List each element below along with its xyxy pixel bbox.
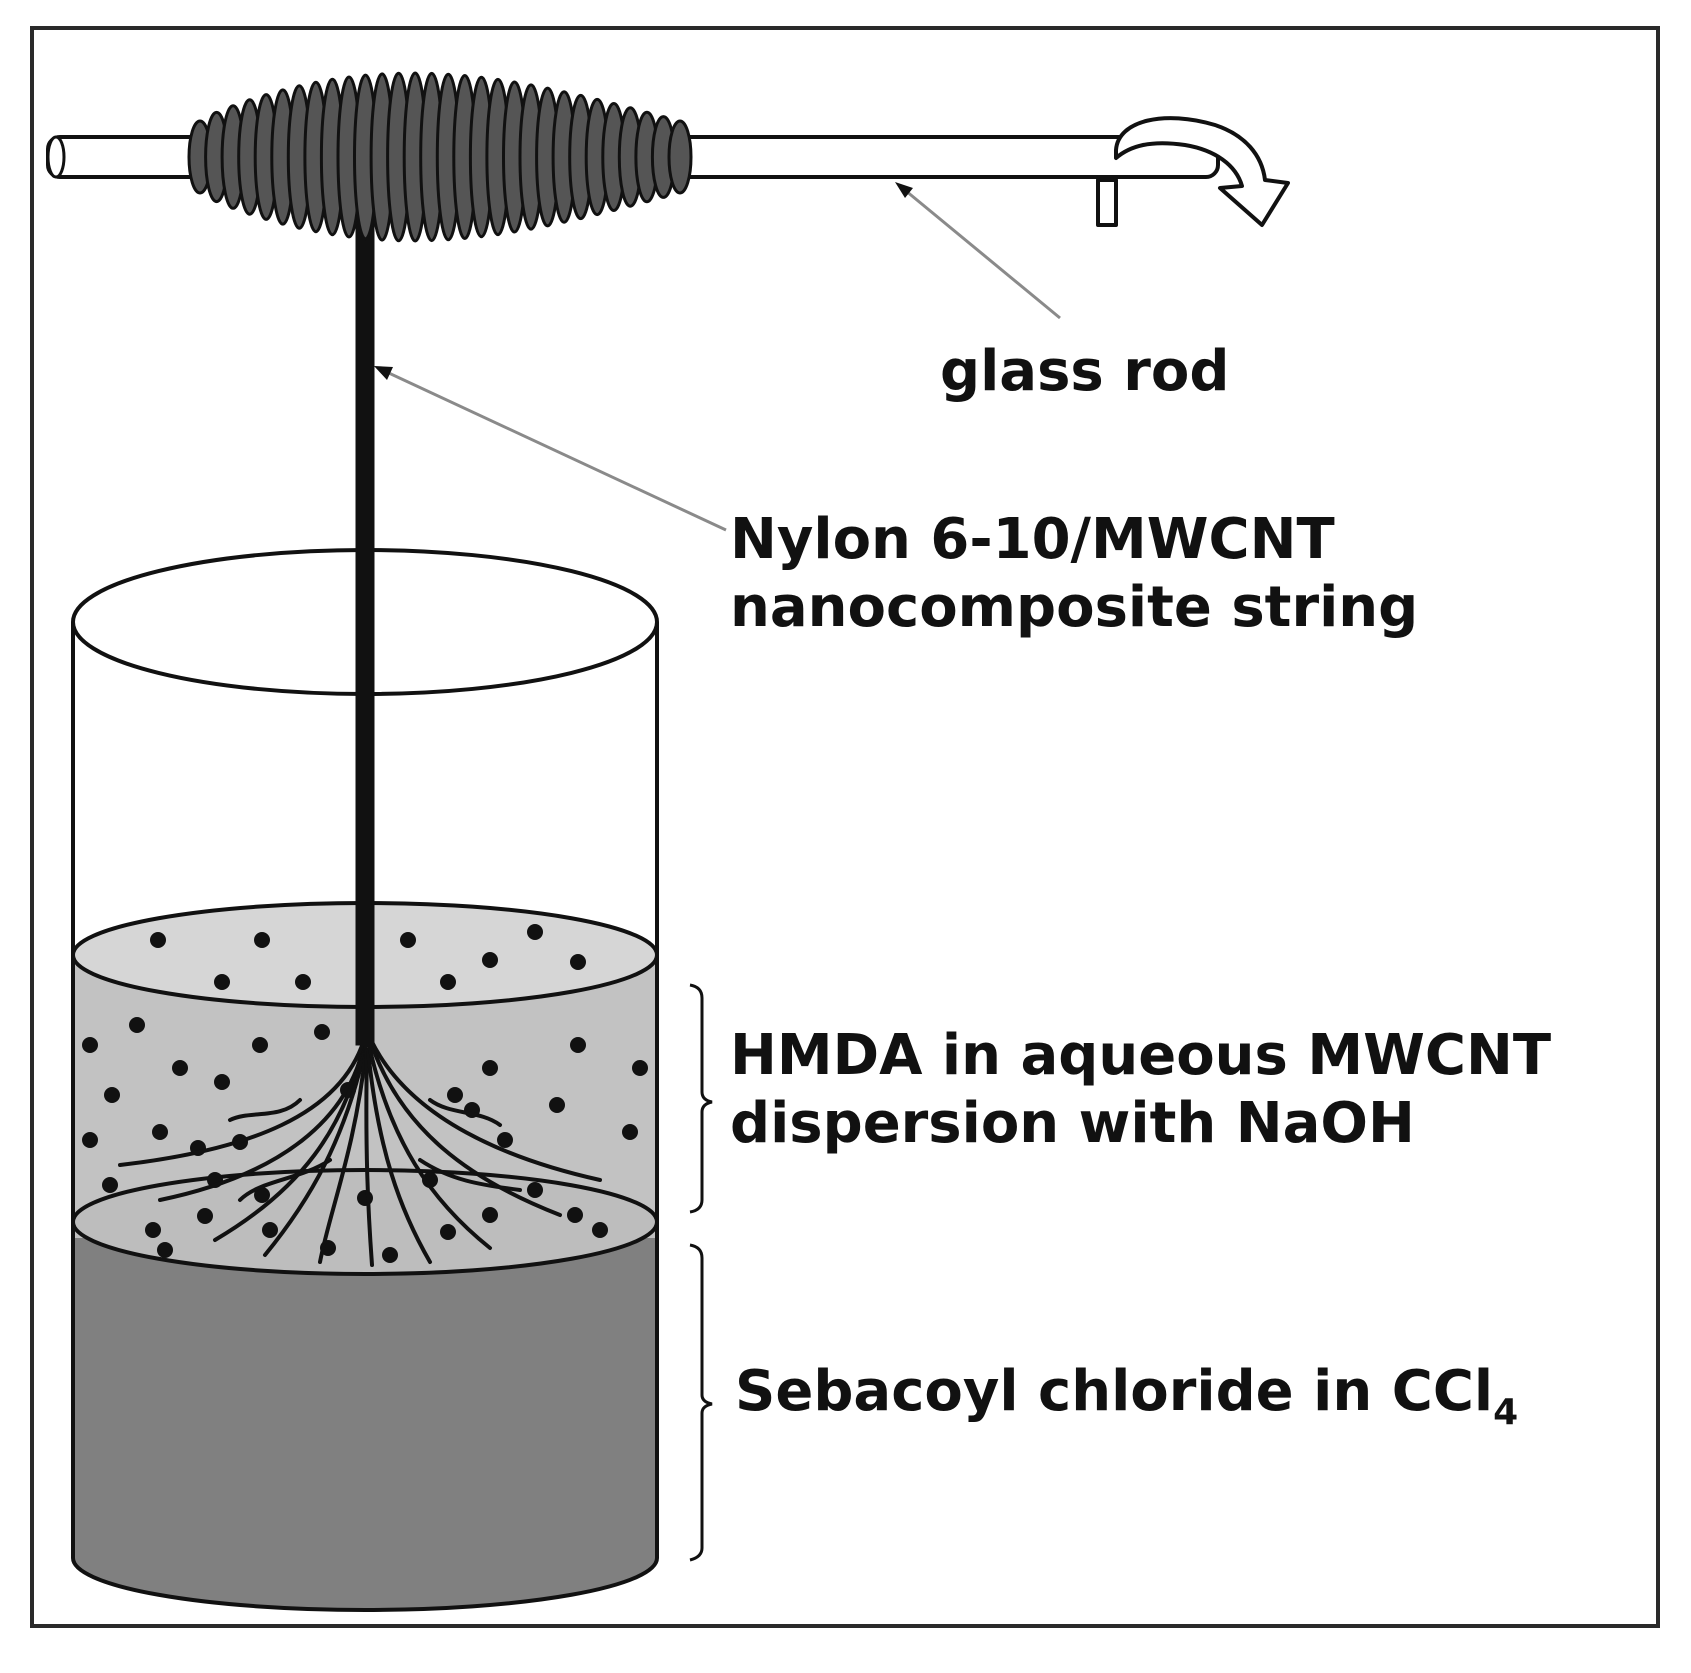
mwcnt-particle	[129, 1017, 145, 1033]
mwcnt-particle	[252, 1037, 268, 1053]
beaker-bottom	[71, 1557, 659, 1612]
string-label-line-2: nanocomposite string	[730, 575, 1419, 641]
mwcnt-particle	[150, 932, 166, 948]
string-leader-arrowhead	[374, 366, 393, 380]
aqueous-layer-label: HMDA in aqueous MWCNT dispersion with Na…	[730, 1022, 1551, 1159]
mwcnt-particle	[382, 1247, 398, 1263]
mwcnt-particle	[172, 1060, 188, 1076]
mwcnt-particle	[262, 1222, 278, 1238]
mwcnt-particle	[482, 1207, 498, 1223]
mwcnt-particle	[145, 1222, 161, 1238]
mwcnt-particle	[592, 1222, 608, 1238]
mwcnt-particle	[440, 974, 456, 990]
glass-rod-label-text: glass rod	[940, 339, 1230, 404]
mwcnt-particle	[482, 952, 498, 968]
mwcnt-particle	[314, 1024, 330, 1040]
string-label-line-1: Nylon 6-10/MWCNT	[730, 507, 1335, 572]
mwcnt-particle	[632, 1060, 648, 1076]
mwcnt-particle	[197, 1208, 213, 1224]
mwcnt-particle	[104, 1087, 120, 1103]
nylon-string	[355, 219, 375, 1046]
mwcnt-particle	[527, 1182, 543, 1198]
aqueous-label-line-2: dispersion with NaOH	[730, 1091, 1415, 1157]
mwcnt-particle	[400, 932, 416, 948]
mwcnt-particle	[570, 954, 586, 970]
mwcnt-particle	[82, 1132, 98, 1148]
mwcnt-particle	[567, 1207, 583, 1223]
liquid-interface	[73, 1168, 657, 1276]
wound-string-coil	[187, 71, 693, 243]
mwcnt-particle	[214, 1074, 230, 1090]
brackets	[689, 983, 713, 1562]
mwcnt-particle	[549, 1097, 565, 1113]
mwcnt-particle	[295, 974, 311, 990]
glass-rod-label: glass rod	[940, 338, 1229, 406]
string-label: Nylon 6-10/MWCNT nanocomposite string	[730, 506, 1418, 643]
mwcnt-particle	[622, 1124, 638, 1140]
mwcnt-particle	[214, 974, 230, 990]
mwcnt-particle	[497, 1132, 513, 1148]
mwcnt-particle	[152, 1124, 168, 1140]
string-roots	[118, 1038, 602, 1267]
mwcnt-particle	[447, 1087, 463, 1103]
organic-label-subscript: 4	[1493, 1392, 1519, 1433]
mwcnt-particle	[440, 1224, 456, 1240]
organic-layer	[73, 1238, 657, 1610]
mwcnt-particle	[254, 932, 270, 948]
figure-frame	[30, 26, 1660, 1628]
glass-rod-end	[46, 135, 66, 179]
organic-bracket	[689, 1243, 713, 1562]
mwcnt-particles	[82, 924, 648, 1263]
organic-label-text: Sebacoyl chloride in CCl	[735, 1359, 1494, 1424]
mwcnt-particle	[527, 924, 543, 940]
coil-turn	[667, 119, 693, 195]
leader-lines	[377, 184, 1061, 532]
mwcnt-particle	[482, 1060, 498, 1076]
mwcnt-particle	[82, 1037, 98, 1053]
rotation-arrow-icon	[1096, 116, 1290, 227]
mwcnt-particle	[570, 1037, 586, 1053]
aqueous-label-line-1: HMDA in aqueous MWCNT	[730, 1023, 1552, 1088]
mwcnt-particle	[357, 1190, 373, 1206]
organic-layer-label: Sebacoyl chloride in CCl4	[735, 1358, 1518, 1433]
mwcnt-particle	[254, 1187, 270, 1203]
aqueous-bracket	[689, 983, 713, 1214]
mwcnt-particle	[102, 1177, 118, 1193]
string-leader	[377, 366, 727, 532]
glass-rod-leader-arrowhead	[895, 182, 913, 198]
mwcnt-particle	[157, 1242, 173, 1258]
glass-rod-leader	[899, 184, 1061, 320]
